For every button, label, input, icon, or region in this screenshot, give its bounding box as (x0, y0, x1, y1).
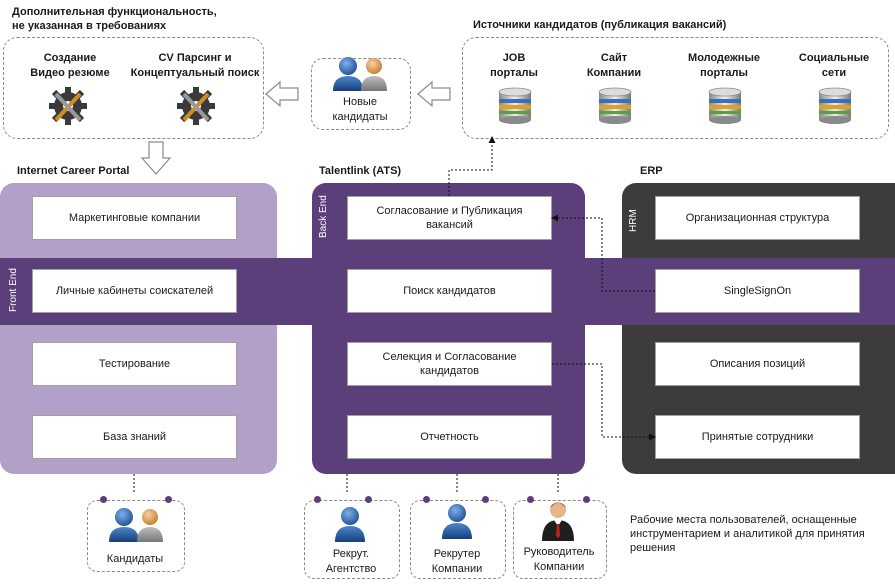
role-dot (482, 496, 489, 503)
single-sign-on-box[interactable]: SingleSignOn (655, 269, 860, 313)
person-icon (442, 504, 472, 539)
new-candidates-group (311, 58, 411, 130)
position-descriptions-box[interactable]: Описания позиций (655, 342, 860, 386)
extra-functionality-title-line2: не указанная в требованиях (12, 20, 167, 32)
erp-title: ERP (640, 165, 663, 177)
gear-tools-icon (177, 87, 215, 125)
role-dot (423, 496, 430, 503)
gear-tools-icon (49, 87, 87, 125)
candidate-accounts-box[interactable]: Личные кабинеты соискателей (32, 269, 237, 313)
reporting-box[interactable]: Отчетность (347, 415, 552, 459)
role-dot (365, 496, 372, 503)
front-end-label: Front End (8, 268, 19, 312)
role-dot (527, 496, 534, 503)
recruiting-agency-label: Рекрут.Агентство (325, 548, 377, 575)
sources-title: Источники кандидатов (публикация ваканси… (473, 19, 727, 31)
knowledge-base-box[interactable]: База знаний (32, 415, 237, 459)
arrow-left-icon (265, 80, 299, 108)
testing-box[interactable]: Тестирование (32, 342, 237, 386)
database-icon (818, 87, 852, 124)
candidate-search-box[interactable]: Поиск кандидатов (347, 269, 552, 313)
ats-title: Talentlink (ATS) (319, 165, 402, 177)
manager-icon (542, 502, 574, 541)
hired-employees-box[interactable]: Принятые сотрудники (655, 415, 860, 459)
marketing-campaigns-box[interactable]: Маркетинговые компании (32, 196, 237, 240)
org-structure-box[interactable]: Организационная структура (655, 196, 860, 240)
extra-features-group (3, 37, 264, 139)
hrm-label: HRM (628, 209, 639, 232)
arrow-left-icon (417, 80, 451, 108)
people-icon (333, 57, 387, 91)
sources-group (462, 37, 889, 139)
extra-functionality-title-line1: Дополнительная функциональность, (12, 6, 217, 18)
database-icon (498, 87, 532, 124)
database-icon (708, 87, 742, 124)
back-end-label: Back End (318, 195, 329, 238)
person-icon (335, 507, 365, 542)
role-dot (583, 496, 590, 503)
role-dot (165, 496, 172, 503)
candidates-label: Кандидаты (106, 553, 164, 565)
people-icon (109, 508, 163, 542)
role-dot (314, 496, 321, 503)
role-dot (100, 496, 107, 503)
arrow-down-icon (140, 141, 172, 175)
career-portal-title: Internet Career Portal (17, 165, 130, 177)
database-icon (598, 87, 632, 124)
